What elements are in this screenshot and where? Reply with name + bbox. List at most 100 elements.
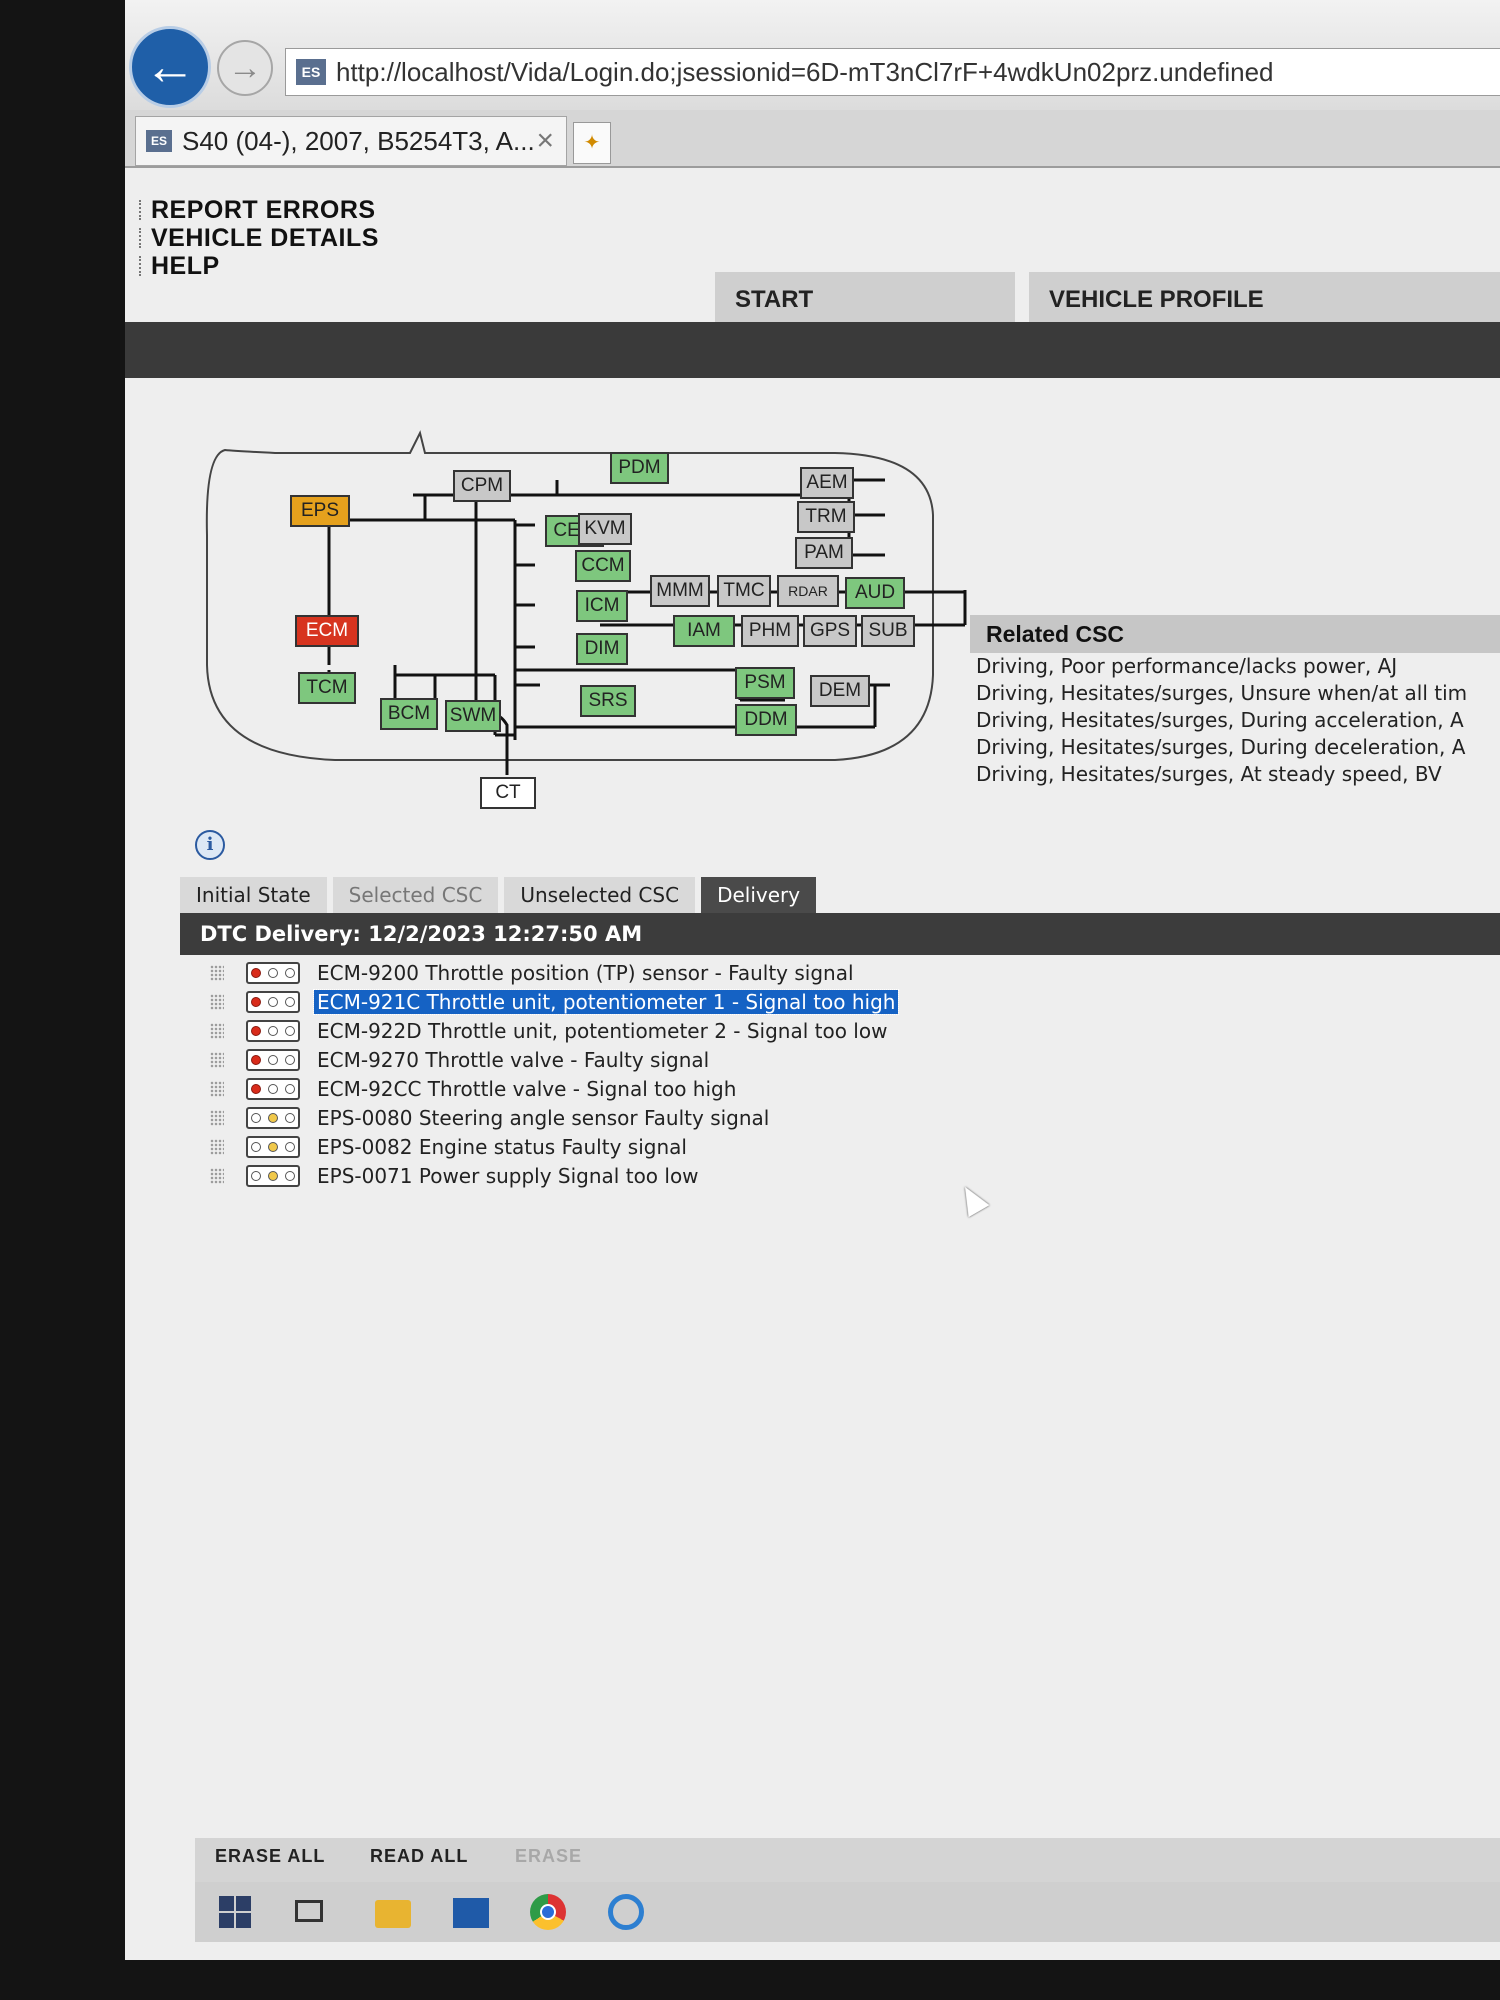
dtc-delivery-header: DTC Delivery: 12/2/2023 12:27:50 AM — [180, 913, 1500, 955]
menu-report-errors[interactable]: REPORT ERRORS — [137, 196, 379, 224]
dtc-row[interactable]: ECM-921C Throttle unit, potentiometer 1 … — [210, 987, 1110, 1016]
status-light-icon — [267, 967, 278, 978]
node-iam[interactable]: IAM — [673, 615, 735, 647]
csc-item[interactable]: Driving, Poor performance/lacks power, A… — [976, 654, 1398, 678]
status-light-icon — [251, 1083, 262, 1094]
dtc-row[interactable]: ECM-92CC Throttle valve - Signal too hig… — [210, 1074, 1110, 1103]
info-icon[interactable]: i — [195, 830, 225, 860]
drag-handle-icon[interactable] — [210, 1138, 224, 1155]
tab-delivery[interactable]: Delivery — [701, 877, 817, 913]
node-swm[interactable]: SWM — [445, 700, 501, 732]
erase-button[interactable]: ERASE — [515, 1846, 583, 1866]
dtc-row[interactable]: ECM-9270 Throttle valve - Faulty signal — [210, 1045, 1110, 1074]
node-icm[interactable]: ICM — [576, 590, 628, 622]
drag-handle-icon[interactable] — [210, 1022, 224, 1039]
drag-handle-icon[interactable] — [210, 1051, 224, 1068]
dtc-row[interactable]: EPS-0071 Power supply Signal too low — [210, 1161, 1110, 1190]
node-tcm[interactable]: TCM — [298, 672, 356, 704]
csc-item[interactable]: Driving, Hesitates/surges, At steady spe… — [976, 762, 1442, 786]
browser-tab[interactable]: ES S40 (04-), 2007, B5254T3, A... × — [135, 116, 567, 166]
dtc-text: EPS-0071 Power supply Signal too low — [317, 1163, 699, 1188]
chrome-icon[interactable] — [530, 1894, 566, 1930]
new-tab-icon[interactable]: ✦ — [573, 122, 611, 164]
csc-item[interactable]: Driving, Hesitates/surges, During accele… — [976, 708, 1464, 732]
status-light-icon — [251, 1112, 262, 1123]
dtc-row[interactable]: ECM-9200 Throttle position (TP) sensor -… — [210, 958, 1110, 987]
file-explorer-icon[interactable] — [375, 1900, 411, 1928]
status-light-icon — [284, 996, 295, 1007]
status-light-icon — [284, 967, 295, 978]
status-lights-icon — [246, 990, 300, 1013]
dtc-row[interactable]: EPS-0082 Engine status Faulty signal — [210, 1132, 1110, 1161]
status-light-icon — [267, 1170, 278, 1181]
csc-item[interactable]: Driving, Hesitates/surges, During decele… — [976, 735, 1466, 759]
drag-handle-icon[interactable] — [210, 964, 224, 981]
dtc-text: ECM-921C Throttle unit, potentiometer 1 … — [312, 988, 900, 1015]
node-eps[interactable]: EPS — [290, 495, 350, 527]
dtc-text: ECM-92CC Throttle valve - Signal too hig… — [317, 1076, 737, 1101]
node-ecm[interactable]: ECM — [295, 615, 359, 647]
erase-all-button[interactable]: ERASE ALL — [215, 1846, 326, 1866]
status-light-icon — [251, 1170, 262, 1181]
drag-handle-icon[interactable] — [210, 993, 224, 1010]
tab-unselected-csc[interactable]: Unselected CSC — [504, 877, 696, 913]
tab-vehicle-profile[interactable]: VEHICLE PROFILE — [1029, 272, 1500, 322]
read-all-button[interactable]: READ ALL — [370, 1846, 469, 1866]
windows-start-icon[interactable] — [217, 1894, 253, 1930]
dtc-tabs: Initial State Selected CSC Unselected CS… — [180, 877, 822, 913]
header-band — [125, 322, 1500, 378]
csc-item[interactable]: Driving, Hesitates/surges, Unsure when/a… — [976, 681, 1468, 705]
node-rdar[interactable]: RDAR — [777, 575, 839, 607]
status-light-icon — [251, 1025, 262, 1036]
node-pdm[interactable]: PDM — [610, 452, 669, 484]
node-sub[interactable]: SUB — [861, 615, 915, 647]
status-lights-icon — [246, 1077, 300, 1100]
node-trm[interactable]: TRM — [797, 501, 855, 533]
node-mmm[interactable]: MMM — [650, 575, 710, 607]
menu-help[interactable]: HELP — [137, 252, 379, 280]
drag-handle-icon[interactable] — [210, 1109, 224, 1126]
node-srs[interactable]: SRS — [580, 685, 636, 717]
mail-icon[interactable] — [453, 1898, 489, 1928]
node-ct[interactable]: CT — [480, 777, 536, 809]
main-tabs: START VEHICLE PROFILE — [125, 272, 1500, 322]
dtc-row[interactable]: EPS-0080 Steering angle sensor Faulty si… — [210, 1103, 1110, 1132]
tab-start[interactable]: START — [715, 272, 1015, 322]
node-bcm[interactable]: BCM — [380, 698, 438, 730]
close-tab-icon[interactable]: × — [536, 124, 554, 157]
node-gps[interactable]: GPS — [803, 615, 857, 647]
status-light-icon — [251, 967, 262, 978]
status-light-icon — [251, 996, 262, 1007]
dtc-row[interactable]: ECM-922D Throttle unit, potentiometer 2 … — [210, 1016, 1110, 1045]
url-field[interactable]: ES http://localhost/Vida/Login.do;jsessi… — [285, 48, 1500, 96]
node-kvm[interactable]: KVM — [578, 513, 632, 545]
task-view-icon[interactable] — [295, 1900, 323, 1922]
back-button[interactable]: ← — [129, 26, 211, 108]
status-lights-icon — [246, 1019, 300, 1042]
node-cpm[interactable]: CPM — [453, 470, 511, 502]
status-lights-icon — [246, 961, 300, 984]
tab-initial-state[interactable]: Initial State — [180, 877, 327, 913]
node-ddm[interactable]: DDM — [735, 704, 797, 736]
node-aud[interactable]: AUD — [845, 577, 905, 609]
internet-explorer-icon[interactable] — [608, 1894, 644, 1930]
node-psm[interactable]: PSM — [735, 667, 795, 699]
node-tmc[interactable]: TMC — [717, 575, 771, 607]
tab-selected-csc[interactable]: Selected CSC — [332, 877, 499, 913]
dtc-text: ECM-9200 Throttle position (TP) sensor -… — [317, 960, 854, 985]
node-pam[interactable]: PAM — [795, 537, 853, 569]
menu-vehicle-details[interactable]: VEHICLE DETAILS — [137, 224, 379, 252]
node-ccm[interactable]: CCM — [575, 550, 631, 582]
drag-handle-icon[interactable] — [210, 1167, 224, 1184]
node-phm[interactable]: PHM — [741, 615, 799, 647]
node-dem[interactable]: DEM — [810, 675, 870, 707]
node-dim[interactable]: DIM — [576, 633, 628, 665]
back-arrow-icon: ← — [144, 38, 196, 96]
status-light-icon — [284, 1054, 295, 1065]
drag-handle-icon[interactable] — [210, 1080, 224, 1097]
forward-button[interactable]: → — [217, 40, 273, 96]
node-aem[interactable]: AEM — [800, 467, 854, 499]
status-lights-icon — [246, 1106, 300, 1129]
screen: ← → ES http://localhost/Vida/Login.do;js… — [125, 0, 1500, 1960]
windows-taskbar — [195, 1882, 1500, 1942]
